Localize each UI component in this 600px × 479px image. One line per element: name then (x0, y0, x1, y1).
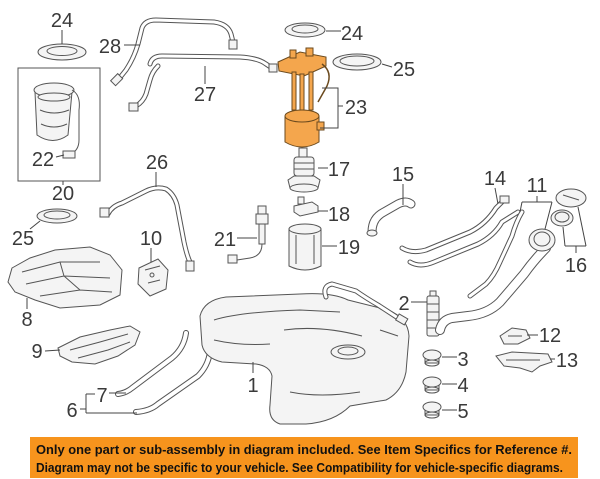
part-25-ring-left (36, 208, 78, 224)
part-11-filler-pipe (435, 209, 556, 335)
notice-line-2: Diagram may not be specific to your vehi… (36, 460, 563, 475)
notice-banner-background (30, 437, 578, 478)
part-21-sensor (227, 205, 269, 264)
callout-13: 13 (556, 350, 578, 372)
callout-24-right: 24 (341, 23, 363, 45)
part-1-tank (199, 281, 410, 425)
callout-18: 18 (328, 204, 350, 226)
callout-19: 19 (338, 237, 360, 259)
callout-1: 1 (247, 375, 258, 397)
callout-9: 9 (31, 341, 42, 363)
part-7-straps (115, 330, 213, 415)
callouts: 24 28 24 25 27 23 22 20 25 17 26 15 14 1… (12, 10, 587, 423)
callout-4: 4 (457, 375, 468, 397)
callout-12: 12 (539, 325, 561, 347)
part-9-shield (57, 325, 141, 365)
callout-22: 22 (32, 149, 54, 171)
part-24-ring-right (284, 22, 326, 38)
part-15-hose (366, 197, 416, 237)
part-10-bracket (137, 258, 169, 297)
part-20-group-box (17, 67, 101, 182)
callout-21: 21 (214, 229, 236, 251)
part-19-cylinder (288, 223, 322, 271)
part-23-highlighted-assembly (277, 47, 330, 148)
callout-5: 5 (457, 401, 468, 423)
callout-2: 2 (398, 293, 409, 315)
part-14-tubes (399, 195, 521, 268)
part-4-grommet (422, 376, 442, 394)
part-8-shield (7, 246, 123, 309)
part-26-tube (99, 185, 195, 272)
callout-25-left: 25 (12, 228, 34, 250)
part-3-grommet (422, 349, 442, 367)
callout-7: 7 (96, 385, 107, 407)
callout-6: 6 (66, 400, 77, 422)
part-12-clip (499, 327, 531, 345)
part-18-bracket (293, 196, 319, 217)
part-5-grommet (422, 401, 442, 419)
callout-3: 3 (457, 349, 468, 371)
notice-line-1: Only one part or sub-assembly in diagram… (36, 442, 572, 457)
part-25-ring-right (332, 53, 382, 71)
part-22-module (33, 82, 80, 159)
part-24-ring-left (37, 43, 87, 61)
notice-banner: Only one part or sub-assembly in diagram… (30, 437, 578, 478)
callout-27: 27 (194, 84, 216, 106)
callout-11: 11 (527, 175, 548, 197)
part-27-tubes (128, 53, 278, 112)
callout-24-left: 24 (51, 10, 73, 32)
callout-20: 20 (52, 183, 74, 205)
part-17-pump (287, 147, 321, 193)
part-13-bracket (495, 351, 553, 373)
callout-28: 28 (99, 36, 121, 58)
callout-17: 17 (328, 159, 350, 181)
part-16-cap (550, 188, 587, 227)
leader-lines (26, 30, 587, 414)
callout-26: 26 (146, 152, 168, 174)
callout-15: 15 (392, 164, 414, 186)
callout-14: 14 (484, 168, 506, 190)
callout-8: 8 (21, 309, 32, 331)
part-28-tube (109, 17, 238, 87)
callout-25-right: 25 (393, 59, 415, 81)
callout-16: 16 (565, 255, 587, 277)
callout-10: 10 (140, 228, 162, 250)
callout-23: 23 (345, 97, 367, 119)
